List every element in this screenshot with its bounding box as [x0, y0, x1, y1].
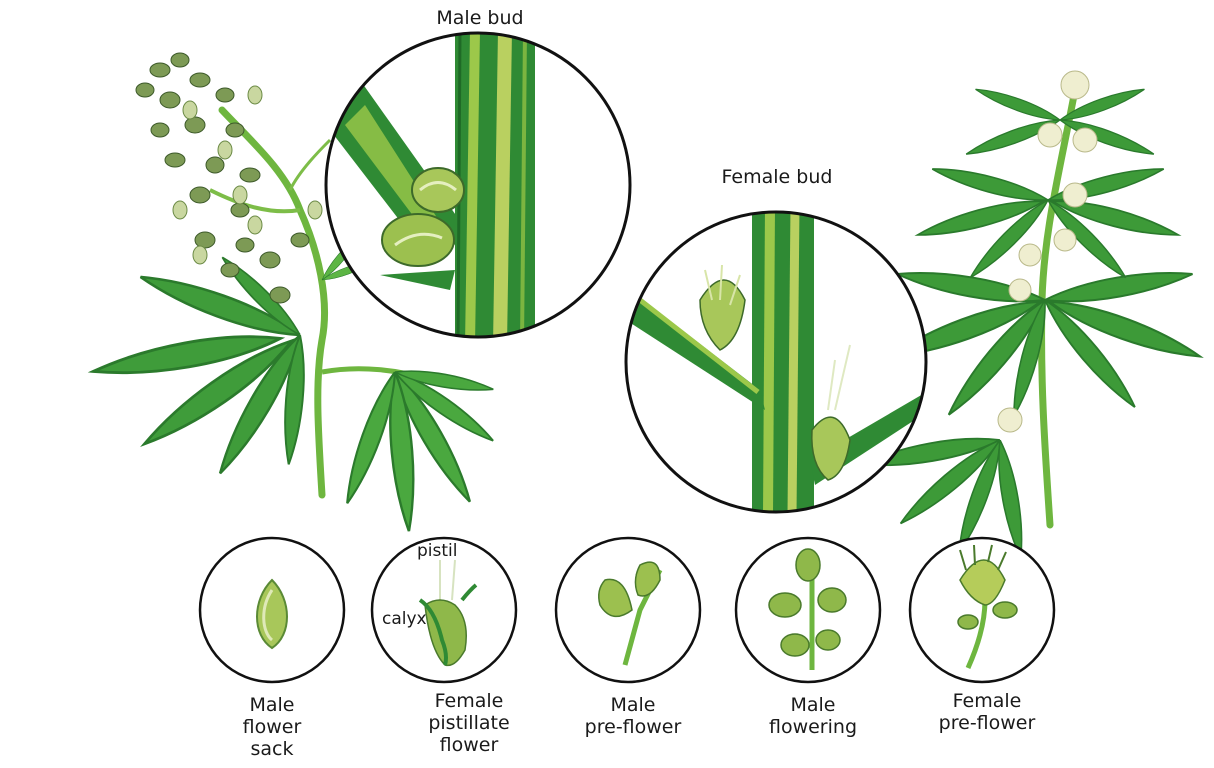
male-bud-label: Male bud [430, 7, 530, 30]
stage-caption-female-pistillate-flower: Female pistillate flower [404, 690, 534, 756]
stage-caption-line: flowering [748, 716, 878, 738]
stage-caption-line: pre-flower [568, 716, 698, 738]
stage-caption-female-pre-flower: Female pre-flower [922, 690, 1052, 734]
stage-caption-male-pre-flower: Male pre-flower [568, 694, 698, 738]
stage-circle-male-flowering [736, 538, 880, 682]
stage-caption-line: Male [222, 694, 322, 716]
male-bud-closeup [326, 30, 636, 350]
stage-caption-line: Female [404, 690, 534, 712]
female-bud-label: Female bud [712, 166, 842, 189]
stage-caption-line: sack [222, 738, 322, 760]
female-bud-closeup [626, 205, 930, 515]
stage-caption-male-flower-sack: Male flower sack [222, 694, 322, 760]
stage-caption-line: flower [404, 734, 534, 756]
calyx-label: calyx [382, 609, 427, 629]
stage-circle-female-pre-flower [910, 538, 1054, 682]
stage-caption-male-flowering: Male flowering [748, 694, 878, 738]
stage-caption-line: pre-flower [922, 712, 1052, 734]
stage-caption-line: Male [568, 694, 698, 716]
pistil-label: pistil [417, 541, 457, 561]
stage-caption-line: Male [748, 694, 878, 716]
stage-caption-line: pistillate [404, 712, 534, 734]
stage-caption-line: flower [222, 716, 322, 738]
stage-circle-male-flower-sack [200, 538, 344, 682]
stage-circle-male-pre-flower [556, 538, 700, 682]
stage-caption-line: Female [922, 690, 1052, 712]
